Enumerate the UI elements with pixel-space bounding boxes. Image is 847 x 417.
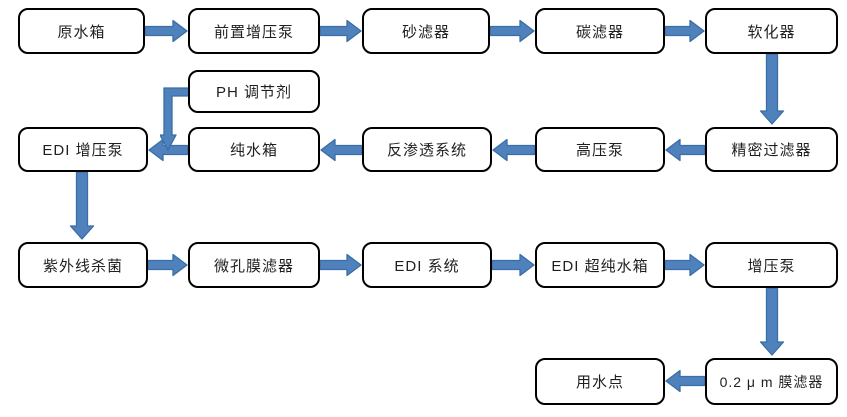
node-label-microporous-membrane-filter: 微孔膜滤器 bbox=[213, 257, 294, 275]
arrow-booster-pump-to-membrane-filter-0-2um bbox=[759, 288, 785, 356]
node-label-edi-booster-pump: EDI 增压泵 bbox=[42, 142, 124, 159]
node-label-edi-system: EDI 系统 bbox=[394, 257, 460, 275]
arrow-high-pressure-pump-to-ro-system bbox=[492, 138, 535, 162]
arrow-sand-filter-to-carbon-filter bbox=[490, 19, 535, 43]
node-edi-system: EDI 系统 bbox=[362, 242, 492, 288]
node-label-membrane-filter-0-2um: 0.2 μ m 膜滤器 bbox=[719, 373, 824, 390]
node-ph-adjuster: PH 调节剂 bbox=[188, 70, 320, 113]
arrow-precision-filter-to-high-pressure-pump bbox=[665, 138, 705, 162]
node-edi-ultrapure-water-tank: EDI 超纯水箱 bbox=[535, 242, 665, 288]
node-label-raw-water-tank: 原水箱 bbox=[57, 23, 106, 41]
node-membrane-filter-0-2um: 0.2 μ m 膜滤器 bbox=[705, 358, 838, 405]
node-precision-filter: 精密过滤器 bbox=[705, 127, 838, 172]
node-point-of-use: 用水点 bbox=[535, 358, 665, 405]
node-label-carbon-filter: 碳滤器 bbox=[575, 23, 624, 41]
arrow-raw-water-tank-to-pre-booster-pump bbox=[145, 19, 188, 43]
arrow-pre-booster-pump-to-sand-filter bbox=[320, 19, 362, 43]
node-label-precision-filter: 精密过滤器 bbox=[731, 142, 812, 159]
node-label-edi-ultrapure-water-tank: EDI 超纯水箱 bbox=[551, 257, 649, 275]
node-sand-filter: 砂滤器 bbox=[362, 8, 490, 54]
node-label-pre-booster-pump: 前置增压泵 bbox=[213, 23, 294, 41]
node-label-point-of-use: 用水点 bbox=[575, 374, 624, 391]
arrow-ro-system-to-pure-water-tank bbox=[320, 138, 362, 162]
node-edi-booster-pump: EDI 增压泵 bbox=[18, 127, 148, 172]
arrow-microporous-membrane-filter-to-edi-system bbox=[320, 253, 362, 277]
node-uv-sterilizer: 紫外线杀菌 bbox=[18, 242, 148, 288]
node-label-uv-sterilizer: 紫外线杀菌 bbox=[42, 257, 123, 275]
node-ro-system: 反渗透系统 bbox=[362, 127, 492, 172]
node-pre-booster-pump: 前置增压泵 bbox=[188, 8, 320, 54]
node-label-sand-filter: 砂滤器 bbox=[401, 23, 450, 41]
node-label-ro-system: 反渗透系统 bbox=[386, 142, 467, 159]
node-label-ph-adjuster: PH 调节剂 bbox=[215, 84, 292, 101]
arrow-carbon-filter-to-softener bbox=[665, 19, 705, 43]
arrow-membrane-filter-0-2um-to-point-of-use bbox=[665, 369, 705, 393]
node-label-high-pressure-pump: 高压泵 bbox=[575, 142, 624, 159]
arrow-ph-adjuster-dosing-connector bbox=[160, 87, 192, 151]
node-softener: 软化器 bbox=[705, 8, 838, 54]
arrow-uv-sterilizer-to-microporous-membrane-filter bbox=[148, 253, 188, 277]
node-label-pure-water-tank: 纯水箱 bbox=[229, 142, 278, 159]
node-high-pressure-pump: 高压泵 bbox=[535, 127, 665, 172]
arrow-edi-booster-pump-to-uv-sterilizer bbox=[69, 172, 95, 240]
node-carbon-filter: 碳滤器 bbox=[535, 8, 665, 54]
node-pure-water-tank: 纯水箱 bbox=[188, 127, 320, 172]
arrow-edi-system-to-edi-ultrapure-water-tank bbox=[492, 253, 535, 277]
node-label-softener: 软化器 bbox=[747, 23, 796, 41]
node-label-booster-pump: 增压泵 bbox=[747, 257, 796, 275]
node-microporous-membrane-filter: 微孔膜滤器 bbox=[188, 242, 320, 288]
arrow-edi-ultrapure-water-tank-to-booster-pump bbox=[665, 253, 705, 277]
node-raw-water-tank: 原水箱 bbox=[18, 8, 145, 54]
node-booster-pump: 增压泵 bbox=[705, 242, 838, 288]
arrow-softener-to-precision-filter bbox=[759, 54, 785, 125]
